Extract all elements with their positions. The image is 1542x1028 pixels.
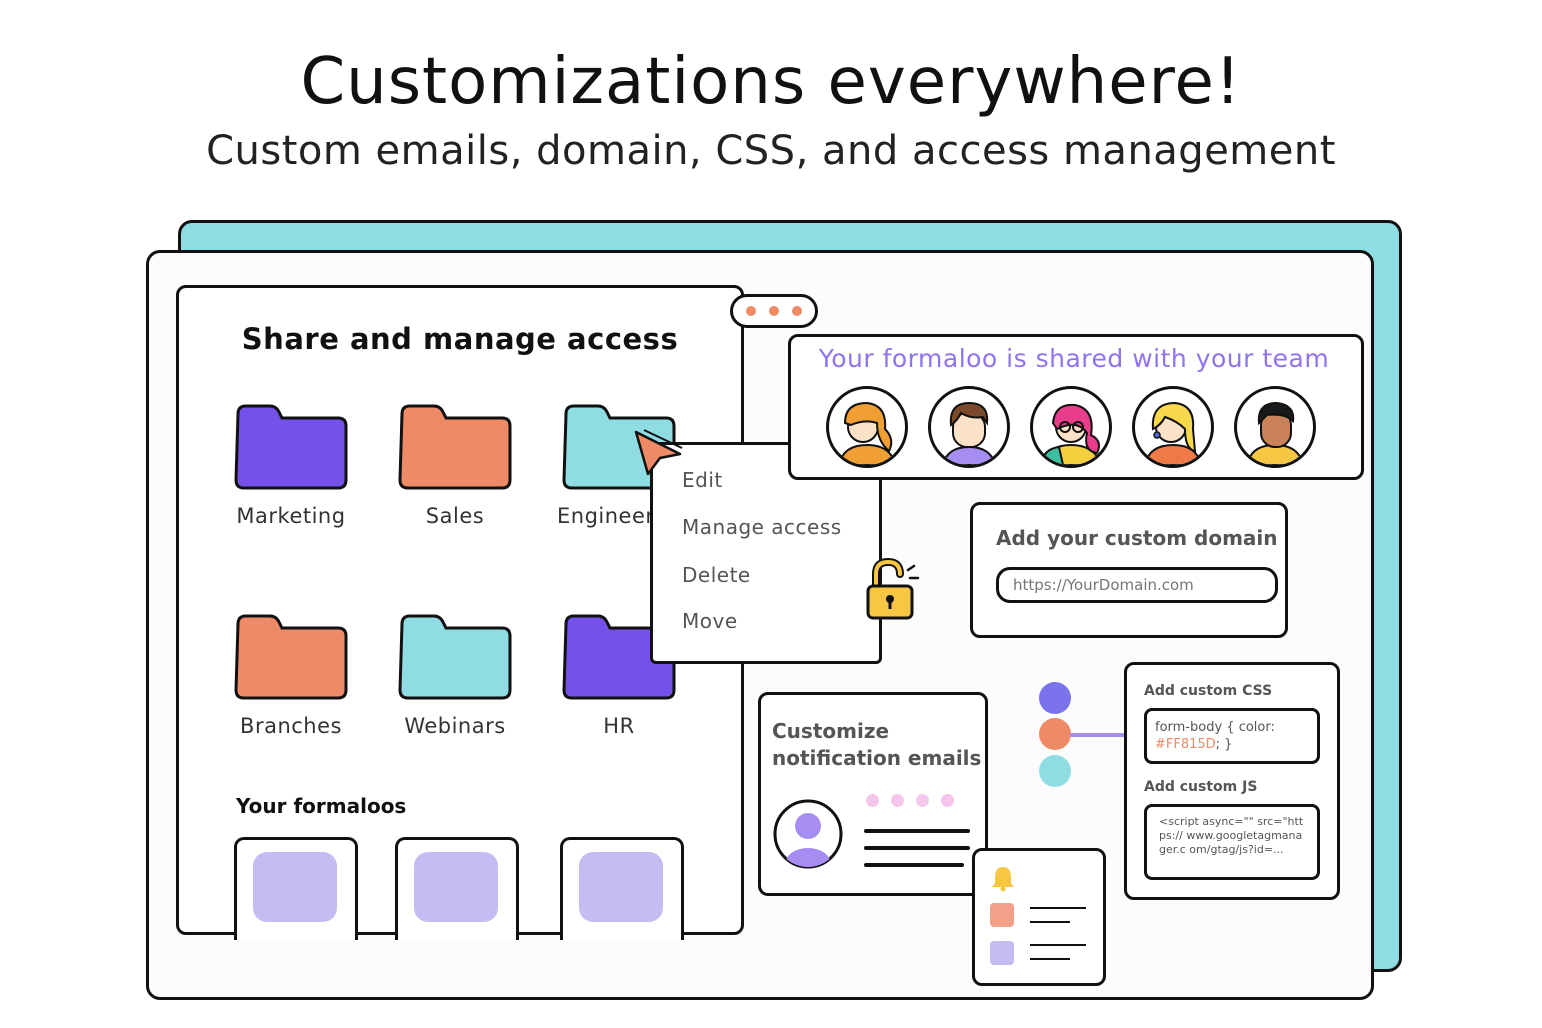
status-square [990,941,1014,965]
text-line [864,829,970,833]
folder-label: Marketing [236,504,346,528]
text-line [864,863,964,867]
connector-line [1070,733,1146,737]
team-avatar[interactable] [1132,386,1214,468]
notification-emails-title: Customize notification emails [772,719,982,770]
page-subtitle: Custom emails, domain, CSS, and access m… [206,128,1336,174]
menu-item-delete[interactable]: Delete [682,563,751,587]
custom-domain-title: Add your custom domain [996,526,1278,550]
formaloo-thumbnail [414,852,498,922]
text-line [1030,921,1070,923]
text-line [1030,944,1086,946]
dot-icon [769,306,779,316]
custom-css-label: Add custom CSS [1144,683,1273,699]
cursor-icon [634,429,683,476]
team-avatar[interactable] [1030,386,1112,468]
avatar-icon [1039,403,1103,465]
dot-icon [746,306,756,316]
js-code: <script async="" src="https:// www.googl… [1159,815,1304,856]
custom-domain-input[interactable] [996,567,1278,603]
formaloo-card[interactable] [560,837,684,940]
email-dots [866,794,954,807]
folder-label: Sales [425,504,485,528]
folder-label: Webinars [404,714,506,738]
dot-icon [792,306,802,316]
menu-item-manage-access[interactable]: Manage access [682,515,842,539]
folder-sales[interactable] [398,404,512,494]
color-swatch-orange[interactable] [1039,718,1071,750]
team-avatar[interactable] [1234,386,1316,468]
folder-branches[interactable] [234,614,348,704]
team-avatar[interactable] [928,386,1010,468]
team-avatar[interactable] [826,386,908,468]
formaloo-card[interactable] [234,837,358,940]
menu-item-edit[interactable]: Edit [682,468,723,492]
color-swatch-purple[interactable] [1039,682,1071,714]
avatar-icon [941,401,997,465]
more-options-button[interactable] [730,294,818,328]
page-title: Customizations everywhere! [300,45,1242,119]
custom-js-label: Add custom JS [1144,779,1258,795]
folder-webinars[interactable] [398,614,512,704]
formaloo-card[interactable] [395,837,519,940]
css-code: form-body { color: #FF815D; } [1155,720,1275,752]
color-swatch-teal[interactable] [1039,755,1071,787]
formaloos-title: Your formaloos [236,794,407,818]
folder-label: Engineer [557,504,655,528]
text-line [864,846,970,850]
unlock-icon [866,558,920,620]
folder-icon [234,614,348,700]
folder-marketing[interactable] [234,404,348,494]
user-avatar-icon [773,799,843,869]
avatar-icon [837,401,897,465]
text-line [1030,958,1070,960]
folder-icon [398,614,512,700]
folder-icon [234,404,348,490]
folder-label: Branches [240,714,342,738]
avatar-icon [1143,401,1203,465]
custom-js-editor[interactable]: <script async="" src="https:// www.googl… [1144,804,1320,880]
share-panel-title: Share and manage access [241,322,679,356]
folder-icon [398,404,512,490]
formaloo-thumbnail [579,852,663,922]
menu-item-move[interactable]: Move [682,609,738,633]
bell-icon [992,867,1014,892]
folder-label: HR [603,714,635,738]
formaloo-thumbnail [253,852,337,922]
team-share-title: Your formaloo is shared with your team [818,344,1330,373]
avatar-icon [1245,401,1305,465]
status-square [990,903,1014,927]
text-line [1030,907,1086,909]
custom-css-editor[interactable]: form-body { color: #FF815D; } [1144,708,1320,764]
